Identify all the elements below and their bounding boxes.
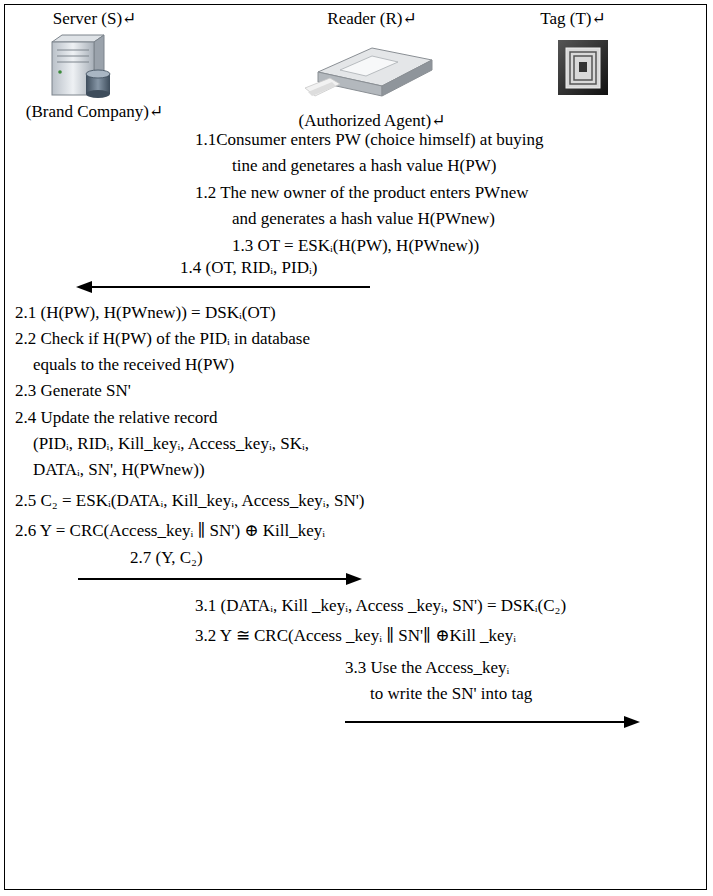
text-line: tine and genetares a hash value H(PW) [232, 153, 544, 179]
message-arrow [76, 281, 370, 293]
step-text: 2.1 (H(PW), H(PWnew)) = DSKᵢ(OT) [15, 300, 276, 326]
step-text: 2.4 Update the relative record (PIDᵢ, RI… [15, 405, 309, 483]
step-text: 2.7 (Y, C₂) [130, 545, 203, 571]
text-line: 3.3 Use the Access_keyᵢ [345, 655, 532, 681]
server-icon [52, 35, 110, 98]
entity-role: (Brand Company)↵ [8, 101, 181, 123]
text-line: and generates a hash value H(PWnew) [232, 206, 528, 232]
text-line: to write the SN' into tag [370, 681, 532, 707]
tag-icon [558, 40, 608, 95]
reader-icon [305, 48, 432, 96]
text-line: 2.2 Check if H(PW) of the PIDᵢ in databa… [15, 326, 310, 352]
step-text: 1.4 (OT, RIDᵢ, PIDᵢ) [180, 255, 317, 281]
step-text: 1.2 The new owner of the product enters … [195, 180, 528, 232]
text-line: DATAᵢ, SN', H(PWnew)) [33, 457, 309, 483]
step-text: 2.3 Generate SN' [15, 378, 131, 404]
entity-name: Reader (R)↵ [278, 8, 466, 30]
text-line: 1.1Consumer enters PW (choice himself) a… [195, 127, 544, 153]
tag-entity: Tag (T)↵ [509, 8, 637, 34]
step-text: 1.3 OT = ESKᵢ(H(PW), H(PWnew)) [232, 233, 479, 259]
server-entity: Server (S)↵ (Brand Company)↵ [8, 8, 181, 123]
message-arrow [78, 573, 362, 585]
text-line: equals to the received H(PW) [33, 352, 310, 378]
step-text: 2.2 Check if H(PW) of the PIDᵢ in databa… [15, 326, 310, 378]
step-text: 1.1Consumer enters PW (choice himself) a… [195, 127, 544, 179]
text-line: 2.4 Update the relative record [15, 405, 309, 431]
step-text: 3.1 (DATAᵢ, Kill _keyᵢ, Access _keyᵢ, SN… [195, 593, 566, 619]
entity-name: Tag (T)↵ [509, 8, 637, 30]
step-text: 2.6 Y = CRC(Access_keyᵢ ∥ SN') ⊕ Kill_ke… [15, 518, 325, 544]
text-line: 1.2 The new owner of the product enters … [195, 180, 528, 206]
step-text: 3.3 Use the Access_keyᵢ to write the SN'… [345, 655, 532, 707]
text-line: (PIDᵢ, RIDᵢ, Kill_keyᵢ, Access_keyᵢ, SKᵢ… [33, 431, 309, 457]
entity-role: (Authorized Agent)↵ [278, 110, 466, 132]
step-text: 2.5 C₂ = ESKᵢ(DATAᵢ, Kill_keyᵢ, Access_k… [15, 488, 364, 514]
reader-entity: Reader (R)↵ (Authorized Agent)↵ [278, 8, 466, 132]
step-text: 3.2 Y ≅ CRC(Access _keyᵢ ∥ SN'∥ ⊕Kill _k… [195, 623, 516, 649]
message-arrow [345, 716, 640, 728]
entity-name: Server (S)↵ [8, 8, 181, 30]
